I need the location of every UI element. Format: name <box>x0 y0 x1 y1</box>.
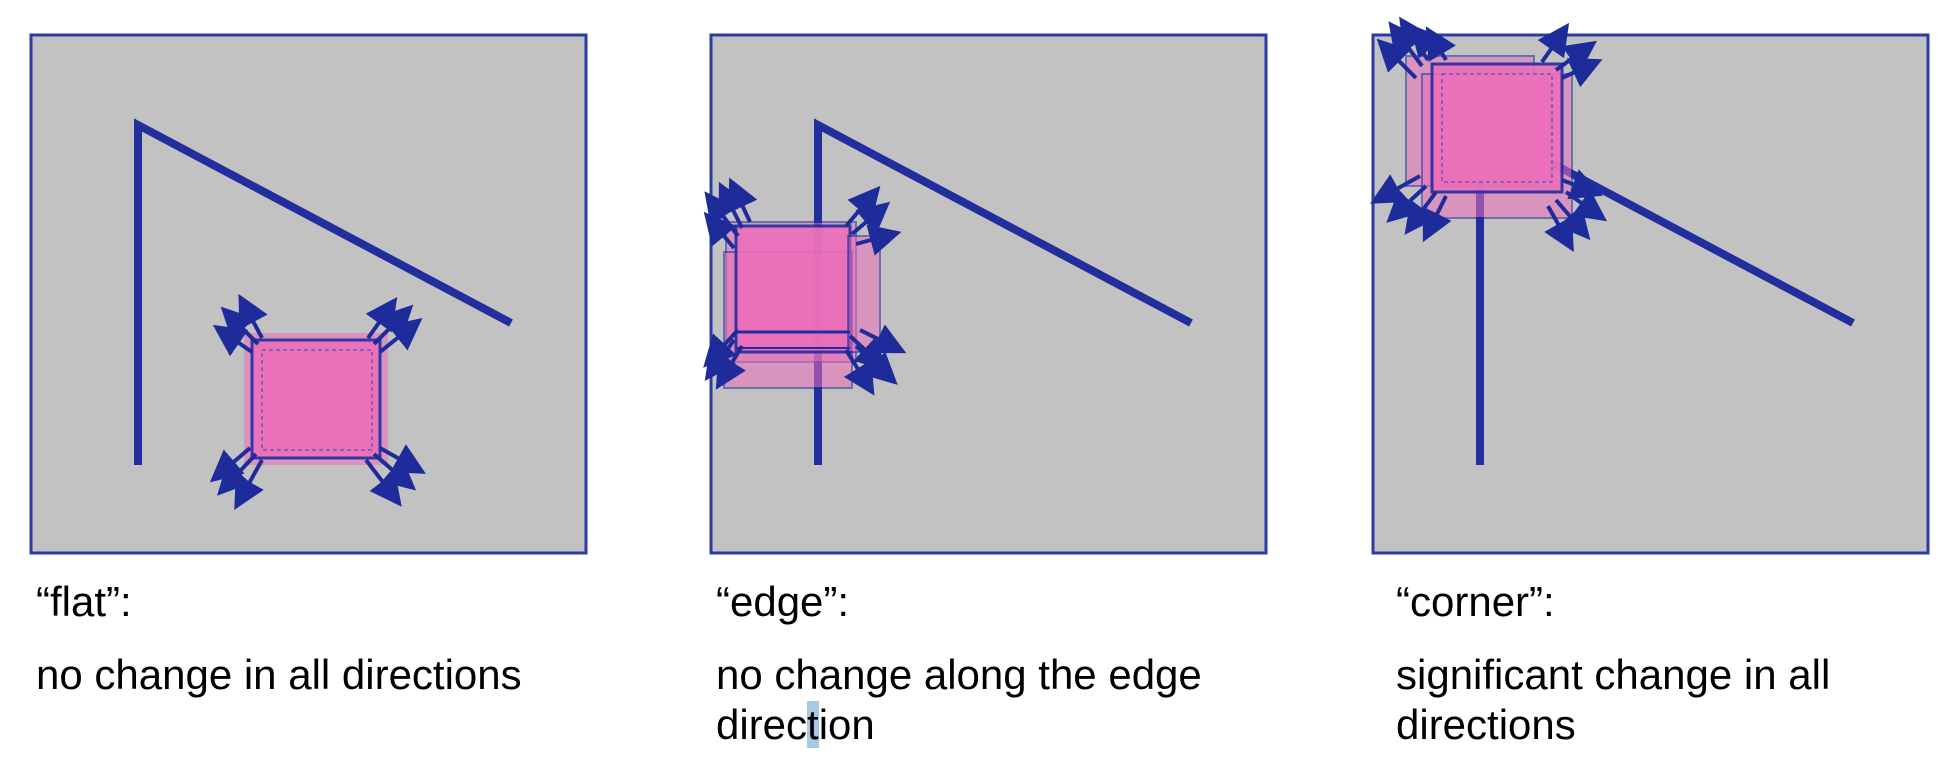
description-text: ion <box>818 701 875 748</box>
shift-arrows <box>703 177 907 396</box>
sliding-window <box>244 333 388 465</box>
panel-description: significant change in all directions <box>1396 651 1831 748</box>
image-frame <box>29 33 588 555</box>
panel-description: no change in all directions <box>36 651 522 698</box>
corner-shape <box>134 118 513 465</box>
sliding-window <box>1405 55 1573 219</box>
corner-diagram <box>1370 16 1930 555</box>
flat-diagram <box>29 33 588 555</box>
panel-title: “flat”: <box>36 578 132 625</box>
panel-title: “corner”: <box>1396 578 1555 625</box>
panel-flat: “flat”: no change in all directions <box>0 0 600 773</box>
panel-description: no change along the edge direction <box>716 650 1276 750</box>
panel-corner: “corner”: significant change in all dire… <box>1342 0 1942 773</box>
text-selection-highlight: t <box>807 701 819 748</box>
edge-diagram <box>703 33 1268 555</box>
shift-arrows <box>1370 16 1608 252</box>
panel-title: “edge”: <box>716 578 850 625</box>
shift-arrows <box>209 293 426 510</box>
description-text: no change along the edge direc <box>716 651 1202 748</box>
panel-edge: “edge”: no change along the edge directi… <box>680 0 1280 773</box>
